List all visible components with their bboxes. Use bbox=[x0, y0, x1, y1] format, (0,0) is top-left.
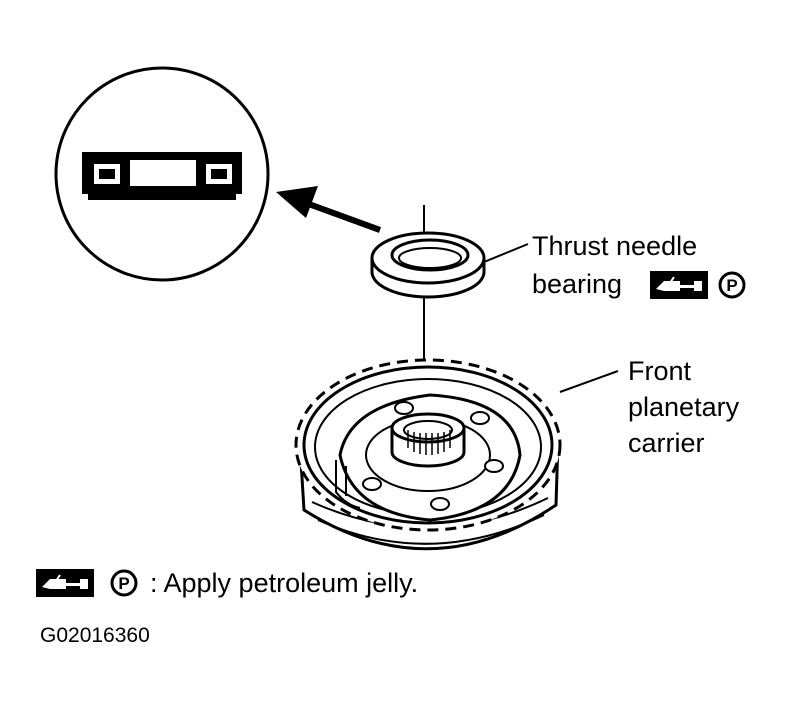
legend-grease-gun-icon bbox=[36, 569, 94, 602]
front-planetary-carrier bbox=[294, 358, 562, 551]
legend-text: : Apply petroleum jelly. bbox=[150, 568, 419, 598]
label-thrust-needle-line2: bearing bbox=[532, 269, 623, 299]
p-letter: P bbox=[726, 276, 737, 295]
detail-inset bbox=[54, 66, 270, 282]
grease-gun-icon bbox=[650, 271, 708, 304]
bearing-cross-section-detail bbox=[82, 152, 242, 200]
petroleum-jelly-p-icon: P bbox=[718, 271, 746, 304]
label-carrier-line: carrier bbox=[628, 428, 705, 458]
leader-lines bbox=[483, 243, 619, 393]
label-thrust-needle-line1: Thrust needle bbox=[532, 231, 698, 261]
legend-p-letter: P bbox=[118, 574, 129, 593]
figure-code: G02016360 bbox=[40, 624, 150, 647]
thrust-needle-bearing bbox=[370, 231, 486, 299]
legend-p-icon: P bbox=[110, 569, 138, 602]
detail-arrow bbox=[276, 186, 382, 233]
label-planetary-line: planetary bbox=[628, 392, 740, 422]
label-front-line: Front bbox=[628, 356, 692, 386]
